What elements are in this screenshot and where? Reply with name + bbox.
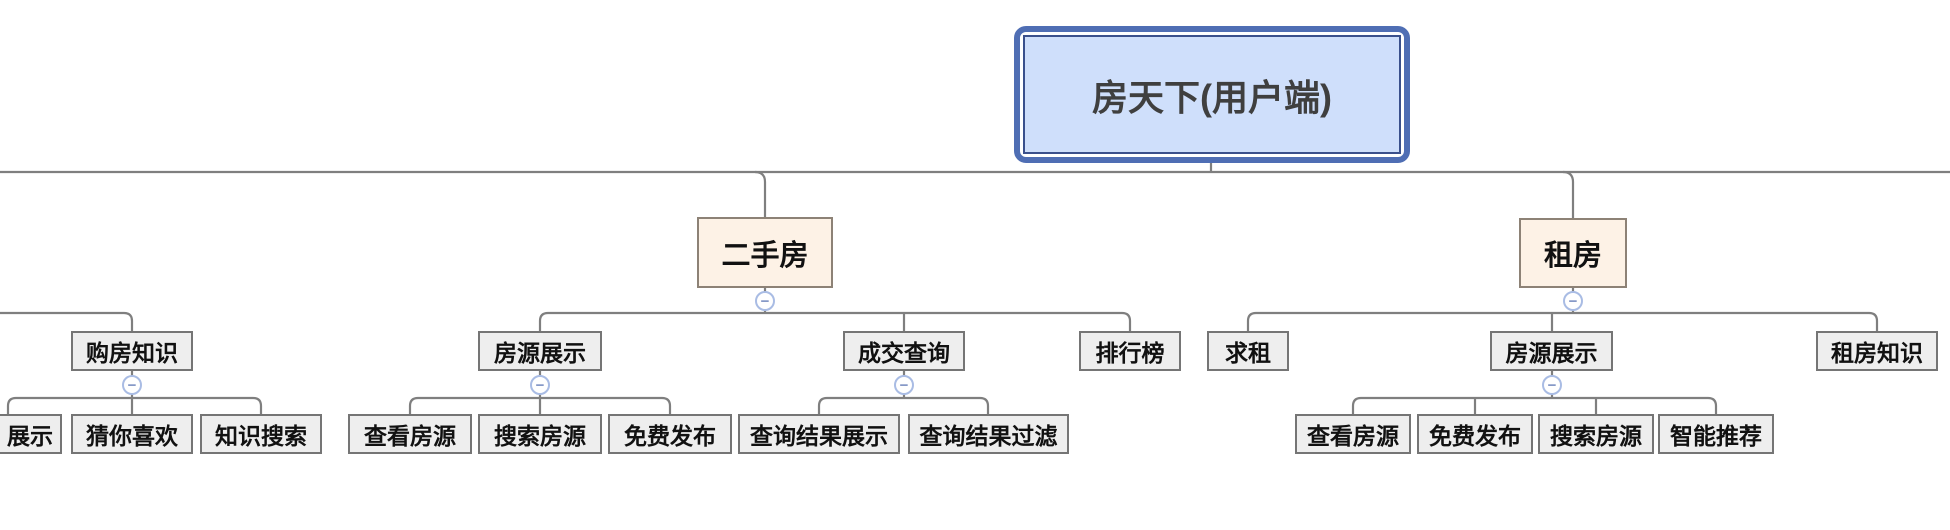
node-ranking-list[interactable]: 排行榜	[1079, 331, 1181, 371]
transaction-query-children-rail	[817, 396, 990, 414]
node-guess-you-like[interactable]: 猜你喜欢	[71, 414, 193, 454]
node-query-result-filter[interactable]: 查询结果过滤	[908, 414, 1069, 454]
listings-secondhand-children-rail	[408, 396, 672, 414]
collapse-minus-icon[interactable]: −	[755, 291, 775, 311]
collapse-minus-icon[interactable]: −	[1563, 291, 1583, 311]
branch-renting[interactable]: 租房	[1519, 218, 1627, 288]
collapse-minus-icon[interactable]: −	[1542, 375, 1562, 395]
collapse-minus-icon[interactable]: −	[530, 375, 550, 395]
renting-children-rail	[1246, 311, 1879, 331]
node-free-publish-rental[interactable]: 免费发布	[1417, 414, 1533, 454]
node-home-buying-knowledge[interactable]: 购房知识	[71, 331, 193, 371]
secondhand-children-rail	[538, 311, 1132, 331]
node-smart-recommendation[interactable]: 智能推荐	[1658, 414, 1774, 454]
listings-rental-children-rail	[1351, 396, 1718, 414]
node-display-clipped[interactable]: 展示	[0, 414, 62, 454]
root-topic-label: 房天下(用户端)	[1023, 35, 1401, 154]
node-free-publish-secondhand[interactable]: 免费发布	[608, 414, 732, 454]
node-rent-seeking[interactable]: 求租	[1207, 331, 1289, 371]
node-search-listings-rental[interactable]: 搜索房源	[1538, 414, 1654, 454]
knowledge-children-rail	[6, 396, 263, 414]
node-search-listings-secondhand[interactable]: 搜索房源	[478, 414, 602, 454]
node-view-listings-secondhand[interactable]: 查看房源	[348, 414, 472, 454]
node-query-result-display[interactable]: 查询结果展示	[738, 414, 900, 454]
node-listings-display-rental[interactable]: 房源展示	[1490, 331, 1613, 371]
branch-second-hand-housing[interactable]: 二手房	[697, 217, 833, 288]
node-view-listings-rental[interactable]: 查看房源	[1295, 414, 1411, 454]
node-listings-display-secondhand[interactable]: 房源展示	[478, 331, 602, 371]
knowledge-parent-rail	[0, 311, 134, 331]
node-transaction-query[interactable]: 成交查询	[843, 331, 965, 371]
collapse-minus-icon[interactable]: −	[122, 375, 142, 395]
collapse-minus-icon[interactable]: −	[894, 375, 914, 395]
node-knowledge-search[interactable]: 知识搜索	[200, 414, 322, 454]
node-rental-knowledge[interactable]: 租房知识	[1816, 331, 1938, 371]
root-topic[interactable]: 房天下(用户端)	[1014, 26, 1410, 163]
